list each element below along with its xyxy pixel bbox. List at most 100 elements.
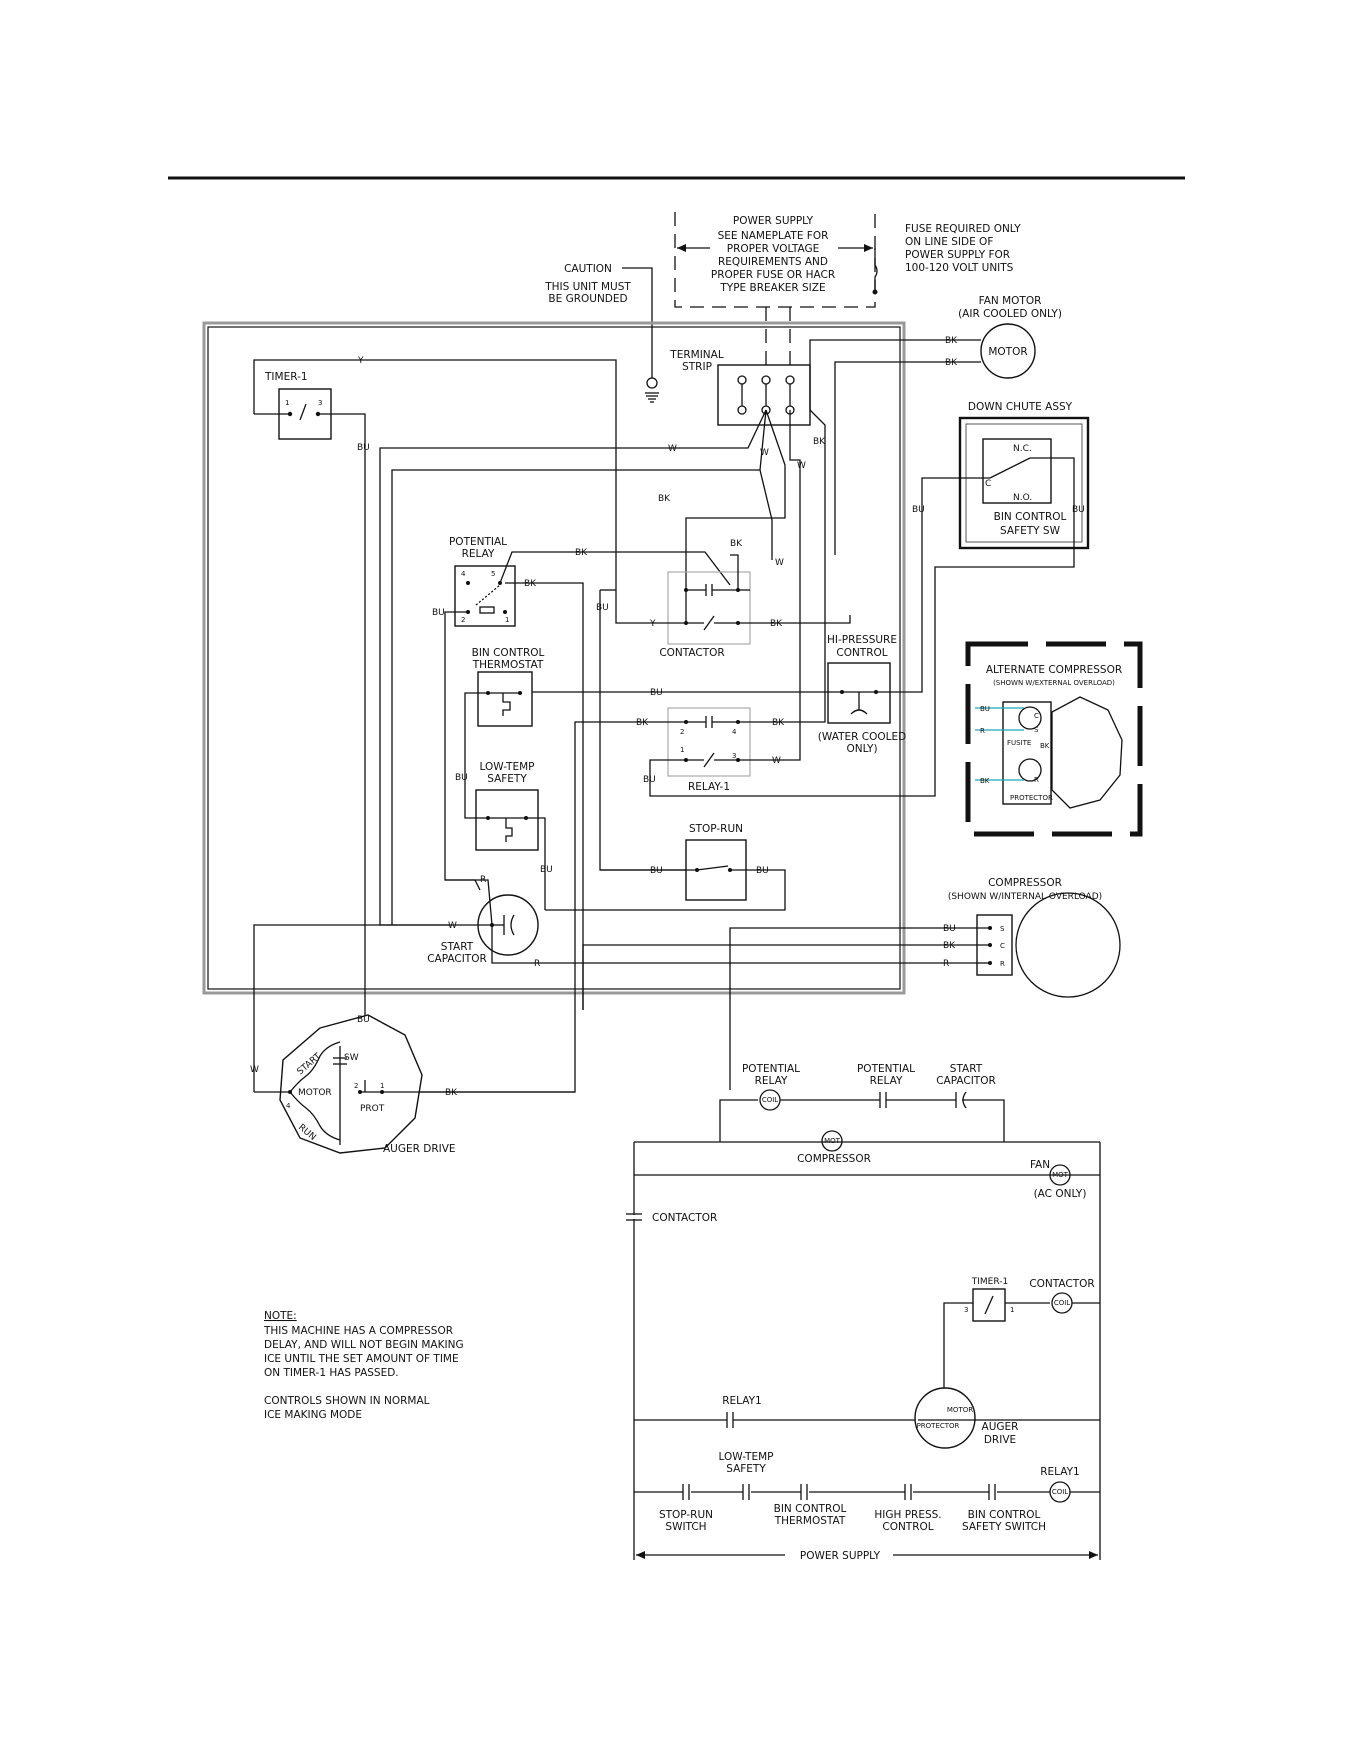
- hi-pressure-title: CONTROL: [836, 647, 887, 659]
- low-temp-label: LOW-TEMP: [480, 761, 535, 773]
- down-chute-c: C: [985, 479, 991, 489]
- note-line: ICE MAKING MODE: [264, 1409, 362, 1421]
- wire-label: R: [980, 727, 985, 735]
- timer-t3: 3: [318, 399, 322, 407]
- wire-label: BK: [730, 539, 743, 549]
- ladder-pot-relay: POTENTIAL: [742, 1063, 800, 1075]
- auger-sw: SW: [344, 1053, 359, 1063]
- wire-label: BU: [943, 924, 956, 934]
- down-chute-line: BIN CONTROL: [994, 511, 1067, 523]
- ladder-power-supply: POWER SUPPLY: [800, 1550, 881, 1562]
- ladder-ac-only: (AC ONLY): [1034, 1188, 1087, 1200]
- auger-p1: 1: [380, 1082, 384, 1090]
- fuse-note-line: FUSE REQUIRED ONLY: [905, 223, 1021, 235]
- relay-1: 2 4 1 3 RELAY-1 BK BK BU W: [365, 447, 826, 1093]
- alt-compressor-bk: BK: [1040, 742, 1050, 750]
- power-supply-line: PROPER FUSE OR HACR: [711, 269, 835, 281]
- note-line: ON TIMER-1 HAS PASSED.: [264, 1367, 399, 1379]
- ladder-bin-thermo: BIN CONTROL: [774, 1503, 847, 1515]
- auger-prot: PROT: [360, 1104, 385, 1114]
- fan-motor: FAN MOTOR (AIR COOLED ONLY) MOTOR BK BK: [809, 295, 1062, 555]
- ladder-high-press: HIGH PRESS.: [874, 1509, 941, 1521]
- stop-run-switch: STOP-RUN BU BU: [545, 823, 786, 911]
- down-chute-no: N.O.: [1013, 493, 1032, 503]
- wire-label: BK: [945, 336, 958, 346]
- alternate-compressor: ALTERNATE COMPRESSOR (SHOWN W/EXTERNAL O…: [965, 641, 1143, 837]
- fuse-note: FUSE REQUIRED ONLY ON LINE SIDE OF POWER…: [905, 223, 1021, 274]
- compressor-r: R: [1000, 960, 1005, 968]
- wire-label: BU: [980, 705, 990, 713]
- alt-compressor-title: ALTERNATE COMPRESSOR: [986, 664, 1122, 676]
- wire-label: BU: [540, 865, 553, 875]
- ladder-low-temp: LOW-TEMP: [719, 1451, 774, 1463]
- power-supply-line: TYPE BREAKER SIZE: [719, 282, 825, 294]
- hi-pressure-sub: (WATER COOLED: [818, 731, 906, 743]
- ladder-bin-safety: BIN CONTROL: [968, 1509, 1041, 1521]
- note-line: THIS MACHINE HAS A COMPRESSOR: [263, 1325, 453, 1337]
- ladder-bin-safety: SAFETY SWITCH: [962, 1521, 1046, 1533]
- fuse-note-line: POWER SUPPLY FOR: [905, 249, 1010, 261]
- ladder-pot-relay: RELAY: [755, 1075, 788, 1087]
- wire-label: BK: [524, 579, 537, 589]
- auger-label: AUGER DRIVE: [383, 1143, 456, 1155]
- low-temp-label: SAFETY: [487, 773, 527, 785]
- ladder-auger: AUGER: [982, 1421, 1019, 1433]
- note-block: NOTE: THIS MACHINE HAS A COMPRESSOR DELA…: [263, 1310, 464, 1421]
- start-cap-label: START: [441, 941, 474, 953]
- ladder-protector: PROTECTOR: [917, 1422, 960, 1430]
- low-temp-safety: LOW-TEMP SAFETY BU BU: [455, 760, 553, 910]
- down-chute-line: SAFETY SW: [1000, 525, 1061, 537]
- bin-thermostat-label: THERMOSTAT: [472, 659, 544, 671]
- ladder-t3: 3: [964, 1306, 968, 1314]
- ladder-coil: COIL: [762, 1096, 778, 1104]
- ladder-stop-run: SWITCH: [665, 1521, 706, 1533]
- ladder-contactor: CONTACTOR: [652, 1212, 717, 1224]
- hi-pressure-title: HI-PRESSURE: [827, 634, 897, 646]
- ladder-bin-thermo: THERMOSTAT: [774, 1515, 846, 1527]
- wire-label: W: [760, 448, 769, 458]
- control-box-outline: [202, 321, 906, 995]
- alt-compressor-fuse: FUSITE: [1007, 739, 1031, 747]
- wire-label: BU: [650, 866, 663, 876]
- ladder-motor: MOTOR: [947, 1406, 973, 1414]
- wire-label: BK: [575, 548, 588, 558]
- potential-relay: POTENTIAL RELAY 4 5 2 1 BK BK BU: [432, 536, 731, 1010]
- power-supply-line: REQUIREMENTS AND: [718, 256, 828, 268]
- wire-label: BU: [596, 603, 609, 613]
- wire-label: BU: [756, 866, 769, 876]
- wire-label: BK: [772, 718, 785, 728]
- wire-label: W: [668, 444, 677, 454]
- start-cap-label: CAPACITOR: [427, 953, 487, 965]
- ladder-pot-relay2: RELAY: [870, 1075, 903, 1087]
- potential-relay-title: RELAY: [462, 548, 495, 560]
- bin-thermostat-label: BIN CONTROL: [472, 647, 545, 659]
- relay1-p2: 2: [680, 728, 684, 736]
- power-supply-line: PROPER VOLTAGE: [727, 243, 820, 255]
- wire-label: W: [250, 1065, 259, 1075]
- compressor-c: C: [1000, 942, 1005, 950]
- wire-label: R: [534, 959, 540, 969]
- compressor: COMPRESSOR (SHOWN W/INTERNAL OVERLOAD) S…: [582, 877, 1121, 1090]
- wire-label: BU: [650, 688, 663, 698]
- power-supply-title: POWER SUPPLY: [733, 215, 814, 227]
- wire-label: BU: [1072, 505, 1085, 515]
- fuse-note-line: ON LINE SIDE OF: [905, 236, 993, 248]
- wire-label: BU: [912, 505, 925, 515]
- ladder-coil: COIL: [1054, 1299, 1070, 1307]
- wire-label: BK: [945, 358, 958, 368]
- timer-1: Y TIMER-1 1 3 BU: [253, 356, 617, 1080]
- contactor-label: CONTACTOR: [659, 647, 724, 659]
- wire-label: BU: [357, 1015, 370, 1025]
- wire-label: W: [775, 558, 784, 568]
- wire-label: BK: [813, 437, 826, 447]
- caution-title: CAUTION: [564, 263, 612, 275]
- potential-relay-p2: 2: [461, 616, 465, 624]
- fan-motor-sub: (AIR COOLED ONLY): [958, 308, 1062, 320]
- wire-label: R: [480, 875, 486, 885]
- fuse-note-line: 100-120 VOLT UNITS: [905, 262, 1014, 274]
- down-chute-title: DOWN CHUTE ASSY: [968, 401, 1073, 413]
- ladder-timer: TIMER-1: [971, 1277, 1008, 1287]
- down-chute-nc: N.C.: [1013, 444, 1032, 454]
- ladder-mot: MOT: [1052, 1171, 1069, 1179]
